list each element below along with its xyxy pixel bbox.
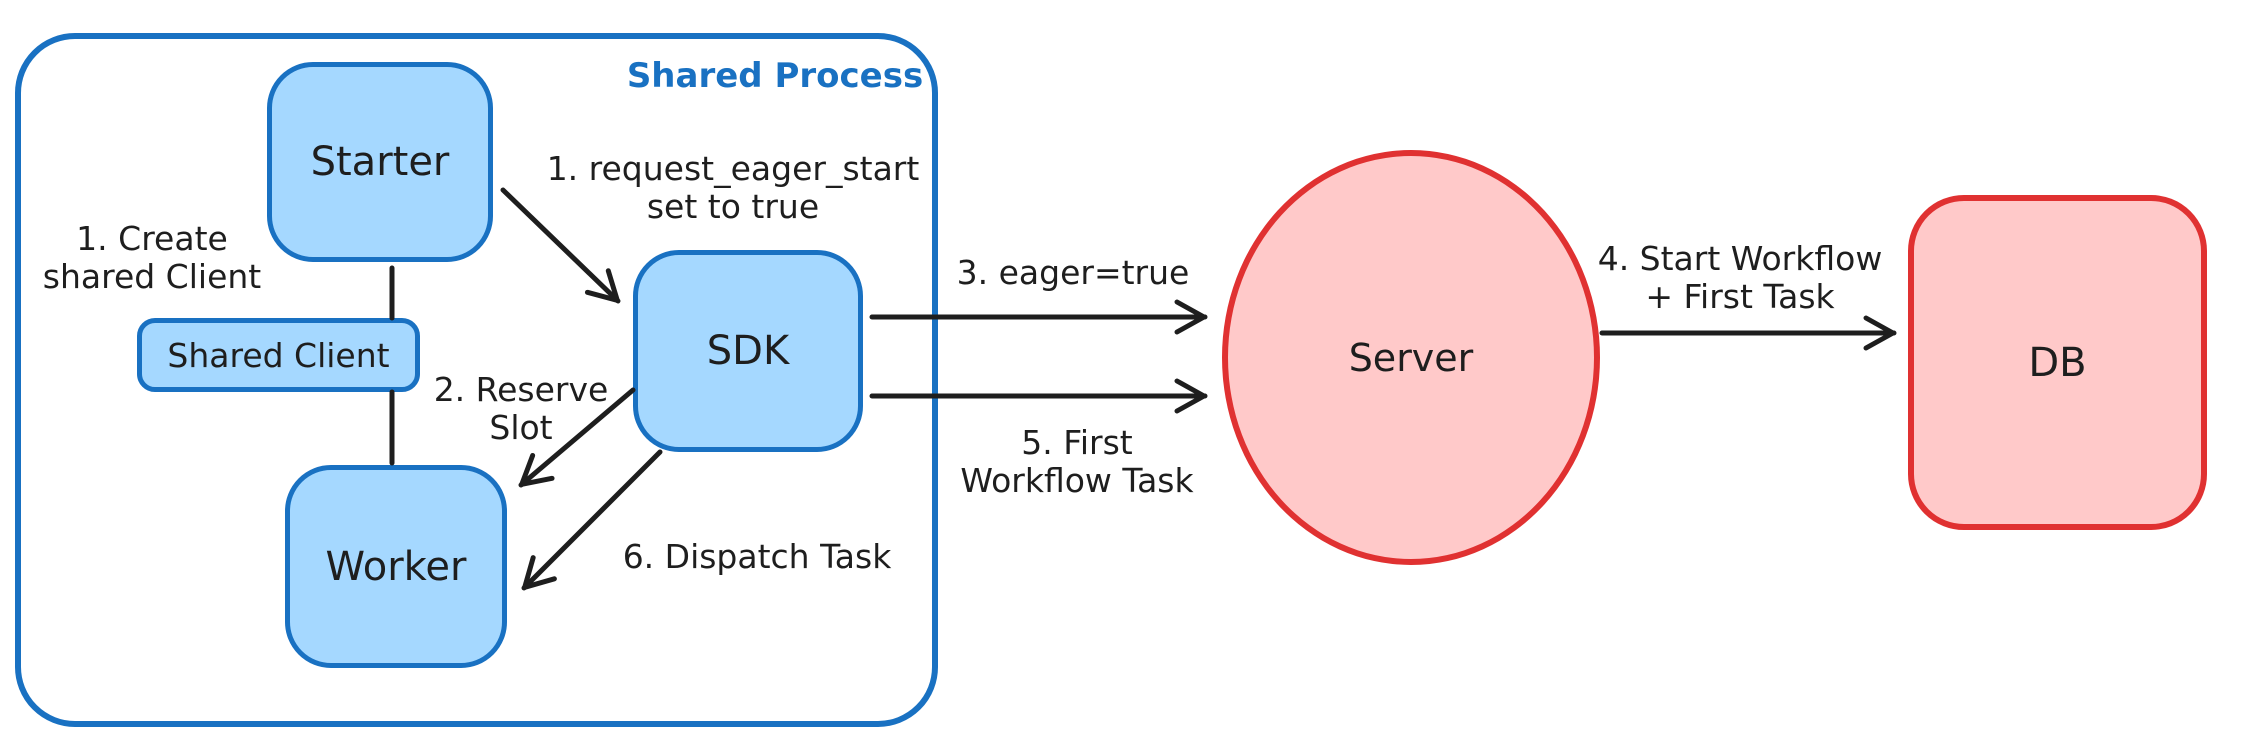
annotation-eager-true[interactable]: 3. eager=true	[956, 253, 1190, 292]
server-label: Server	[1348, 335, 1474, 380]
annotation-reserve-slot[interactable]: 2. Reserve Slot	[433, 370, 609, 447]
worker-node[interactable]: Worker	[285, 465, 507, 668]
shared-process-label[interactable]: Shared Process	[626, 56, 924, 96]
db-label: DB	[2028, 339, 2087, 386]
annotation-create-shared-client[interactable]: 1. Create shared Client	[42, 219, 262, 296]
annotation-dispatch-task[interactable]: 6. Dispatch Task	[622, 537, 892, 576]
shared-process-container[interactable]	[15, 33, 938, 727]
annotation-request-eager-start[interactable]: 1. request_eager_start set to true	[546, 149, 920, 226]
shared-client-node[interactable]: Shared Client	[137, 318, 420, 392]
annotation-first-workflow-task[interactable]: 5. First Workflow Task	[960, 423, 1194, 500]
worker-label: Worker	[325, 543, 467, 590]
sdk-label: SDK	[706, 328, 790, 374]
starter-label: Starter	[310, 139, 450, 185]
server-node[interactable]: Server	[1222, 150, 1600, 565]
db-node[interactable]: DB	[1908, 195, 2207, 530]
starter-node[interactable]: Starter	[267, 62, 493, 262]
sdk-node[interactable]: SDK	[633, 250, 863, 452]
shared-client-label: Shared Client	[167, 335, 390, 375]
annotation-start-workflow-first-task[interactable]: 4. Start Workflow + First Task	[1597, 239, 1883, 316]
